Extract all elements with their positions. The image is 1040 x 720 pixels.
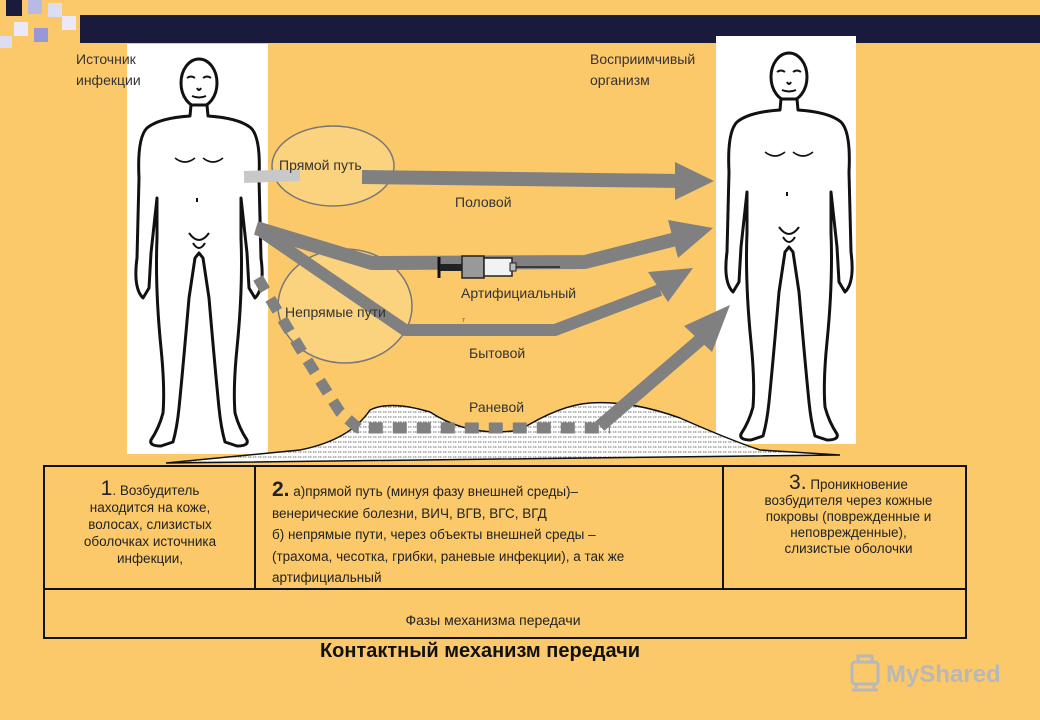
table-border-left [43,467,45,637]
direct-route-label: Прямой путь [279,157,362,173]
phase1-number: 1 [100,477,113,500]
artificial-arrow-head [668,220,713,258]
phase2-number: 2. [272,478,290,501]
phase3-cell: 3. Проникновение возбудителя через кожны… [736,471,961,557]
sexual-route-arrow [361,170,681,188]
phase3-line: слизистые оболочки [784,541,913,556]
transmission-diagram: Источник инфекции Восприимчивый организм… [76,36,856,464]
phase1-cell: 1. Возбудитель находится на коже, волоса… [55,477,245,567]
myshared-logo-icon: MyShared [850,654,1001,692]
wound-arrow-head [684,305,730,352]
household-arrow-head [648,268,693,302]
phase2-line: б) непрямые пути, через объекты внешней … [272,527,596,542]
decor-square [6,0,22,16]
decor-square [0,36,12,48]
phase3-line: Проникновение [806,477,908,492]
phase3-number: 3. [789,471,807,494]
table-border-right [965,467,967,637]
phases-caption: Фазы механизма передачи [405,612,581,628]
phase2-line: (трахома, чесотка, грибки, раневые инфек… [272,548,625,564]
receiver-label-line2: организм [590,72,650,88]
table-divider-2 [722,467,724,588]
wound-route-arrow [595,335,705,431]
direct-route-short-arrow [243,169,301,183]
phase1-line: находится на коже, [89,500,211,515]
top-navy-rule [80,15,1040,43]
watermark-text: MyShared [886,661,1001,688]
decor-square [14,22,28,36]
receiver-label-line1: Восприимчивый [590,51,695,67]
source-label-line1: Источник [76,51,137,67]
household-route-label: Бытовой [469,345,525,361]
phase1-line: волосах, слизистых [88,517,212,532]
direct-route-bubble [271,125,395,207]
decor-square [48,3,62,17]
page-title: Контактный механизм передачи [319,640,641,662]
table-divider-1 [254,467,256,588]
myshared-watermark: MyShared [848,652,1018,696]
phases-table: 1. Возбудитель находится на коже, волоса… [43,465,967,639]
syringe-icon [437,255,560,279]
artificial-route-label: Артифициальный [461,285,576,301]
decor-square [62,16,76,30]
tiny-mark: 7 [462,318,465,324]
phase2-line: артифициальный [272,570,382,585]
phase3-line: покровы (поврежденные и [765,509,932,524]
wound-route-label: Раневой [469,399,524,415]
phase2-cell: 2. а)прямой путь (минуя фазу внешней сре… [272,479,712,589]
phase1-line: инфекции, [116,551,184,566]
sexual-route-label: Половой [455,194,512,210]
decor-square [28,0,42,14]
table-row-divider [43,588,967,590]
phase1-line: . Возбудитель [112,483,200,498]
phase1-line: оболочках источника [83,534,217,549]
phase3-line: возбудителя через кожные [764,493,933,508]
decor-square [34,28,48,42]
indirect-routes-label: Непрямые пути [285,304,386,320]
source-label-line2: инфекции [76,72,141,88]
household-route-arrow [258,227,663,336]
sexual-arrow-head [675,162,714,200]
phase3-line: неповрежденные), [790,525,907,540]
wound-dotted-path [253,275,610,434]
phase2-line: венерические болезни, ВИЧ, ВГВ, ВГС, ВГД [272,505,547,521]
top-decoration-bar [0,0,1040,48]
phase2-line: а)прямой путь (минуя фазу внешней среды)… [289,484,579,499]
